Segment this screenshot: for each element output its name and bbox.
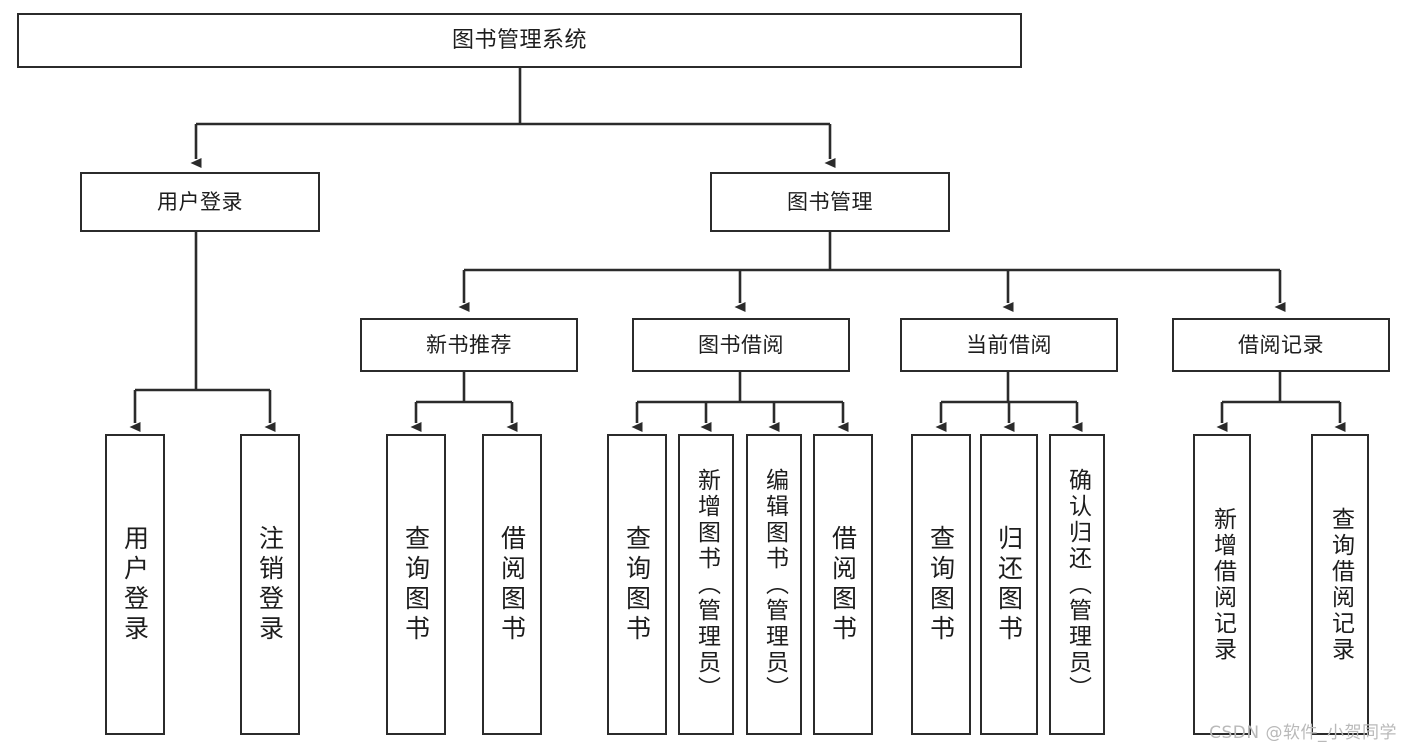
node-leaf-borrow-query[interactable]: 查询图书 (607, 434, 667, 735)
node-book-borrow[interactable]: 图书借阅 (632, 318, 850, 372)
node-leaf-rec-query[interactable]: 查询图书 (386, 434, 446, 735)
node-book-borrow-label: 图书借阅 (698, 332, 784, 357)
node-leaf-cur-return-label: 归还图书 (994, 524, 1024, 645)
node-leaf-cur-confirm[interactable]: 确认归还（管理员） (1049, 434, 1105, 735)
node-leaf-borrow-edit-label: 编辑图书（管理员） (761, 467, 788, 702)
node-borrow-record-label: 借阅记录 (1238, 332, 1324, 357)
node-leaf-cur-query-label: 查询图书 (926, 524, 956, 645)
node-current-borrow[interactable]: 当前借阅 (900, 318, 1118, 372)
node-book-manage-label: 图书管理 (787, 189, 873, 214)
csdn-watermark: CSDN @软件_小贺同学 (1209, 723, 1397, 743)
node-leaf-borrow-add-label: 新增图书（管理员） (693, 467, 720, 702)
node-leaf-borrow-add[interactable]: 新增图书（管理员） (678, 434, 734, 735)
node-new-book-rec[interactable]: 新书推荐 (360, 318, 578, 372)
node-book-manage[interactable]: 图书管理 (710, 172, 950, 232)
node-leaf-rec-borrow-label: 借阅图书 (497, 524, 527, 645)
node-leaf-cur-query[interactable]: 查询图书 (911, 434, 971, 735)
node-current-borrow-label: 当前借阅 (966, 332, 1052, 357)
node-leaf-cur-return[interactable]: 归还图书 (980, 434, 1038, 735)
node-borrow-record[interactable]: 借阅记录 (1172, 318, 1390, 372)
node-root[interactable]: 图书管理系统 (17, 13, 1022, 68)
node-leaf-user-login[interactable]: 用户登录 (105, 434, 165, 735)
node-leaf-cur-confirm-label: 确认归还（管理员） (1064, 467, 1091, 702)
node-leaf-user-logout-label: 注销登录 (255, 524, 285, 645)
node-leaf-borrow-lend[interactable]: 借阅图书 (813, 434, 873, 735)
node-leaf-rec-query2-label: 查询借阅记录 (1327, 506, 1354, 663)
node-leaf-rec-query-label: 查询图书 (401, 524, 431, 645)
node-root-label: 图书管理系统 (451, 27, 587, 53)
node-leaf-rec-add[interactable]: 新增借阅记录 (1193, 434, 1251, 735)
node-user-login-label: 用户登录 (157, 189, 243, 214)
node-leaf-rec-borrow[interactable]: 借阅图书 (482, 434, 542, 735)
node-leaf-rec-add-label: 新增借阅记录 (1209, 506, 1236, 663)
node-user-login[interactable]: 用户登录 (80, 172, 320, 232)
node-leaf-borrow-edit[interactable]: 编辑图书（管理员） (746, 434, 802, 735)
node-leaf-borrow-lend-label: 借阅图书 (828, 524, 858, 645)
node-leaf-rec-query2[interactable]: 查询借阅记录 (1311, 434, 1369, 735)
node-leaf-user-login-label: 用户登录 (120, 524, 150, 645)
node-new-book-rec-label: 新书推荐 (426, 332, 512, 357)
node-leaf-user-logout[interactable]: 注销登录 (240, 434, 300, 735)
node-leaf-borrow-query-label: 查询图书 (622, 524, 652, 645)
